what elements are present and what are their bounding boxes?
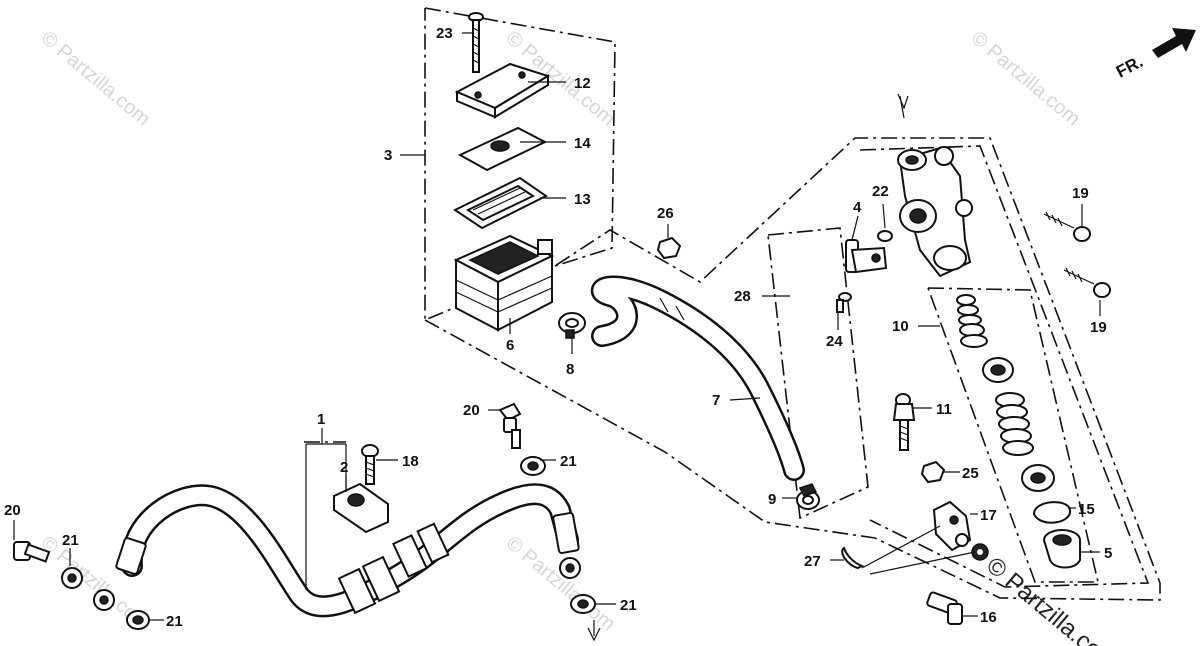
bolt-20-upper	[498, 402, 522, 449]
callout-22: 22	[872, 183, 889, 200]
bolt-19-upper	[1043, 211, 1091, 242]
screw-23	[468, 12, 484, 73]
clamp-8	[558, 312, 586, 339]
washer-21-d	[570, 594, 596, 614]
watermark: © Partzilla.com	[967, 27, 1084, 130]
callout-7: 7	[712, 392, 720, 409]
callout-21-upper: 21	[560, 453, 577, 470]
callout-24: 24	[826, 333, 843, 350]
piston-kit-10	[956, 294, 1055, 492]
hose-joint-4	[845, 239, 888, 274]
callout-23: 23	[436, 25, 453, 42]
brake-hose-group	[13, 402, 596, 630]
outline-master-cylinder	[424, 137, 1161, 601]
watermark: © Partzilla.com	[37, 27, 154, 130]
joint-pin-16	[926, 591, 963, 625]
leader-lines	[13, 32, 1101, 636]
outline-kit-28	[767, 227, 869, 520]
outline-kit-10	[927, 287, 1100, 583]
callout-1: 1	[317, 411, 325, 428]
callout-12: 12	[574, 75, 591, 92]
bolt-20-lower	[13, 541, 51, 563]
hose-clamp-2	[333, 482, 389, 534]
callout-28: 28	[734, 288, 751, 305]
callout-10: 10	[892, 318, 909, 335]
master-cylinder-body	[897, 146, 973, 278]
callout-19-lower: 19	[1090, 319, 1107, 336]
hose-collar-segments	[337, 522, 450, 615]
front-direction-indicator: FR.	[1113, 28, 1196, 82]
nut-26	[656, 236, 682, 260]
boot-5	[1043, 529, 1081, 569]
callout-4: 4	[853, 199, 862, 216]
washer-21-b	[61, 567, 83, 589]
callout-17: 17	[980, 507, 997, 524]
callout-3: 3	[384, 147, 392, 164]
hose-fitting-right	[552, 512, 581, 579]
reservoir-group	[453, 12, 555, 332]
spring-upper	[956, 294, 988, 348]
callout-25: 25	[962, 465, 979, 482]
callout-21-bottom: 21	[166, 613, 183, 630]
callout-13: 13	[574, 191, 591, 208]
callout-16: 16	[980, 609, 997, 626]
callouts: 23 12 3 14 13 26 6 8 22 4 19 19 28 24 10…	[4, 25, 1112, 630]
screw-24	[836, 292, 852, 313]
washer-21-a	[520, 456, 546, 476]
outline-reservoir	[424, 7, 616, 322]
callout-26: 26	[657, 205, 674, 222]
callout-9: 9	[768, 491, 776, 508]
callout-27: 27	[804, 553, 821, 570]
push-rod-clevis-17	[932, 500, 972, 552]
callout-14: 14	[574, 135, 591, 152]
piston	[995, 392, 1034, 456]
callout-21-right: 21	[620, 597, 637, 614]
front-arrow-icon	[1152, 28, 1196, 58]
callout-8: 8	[566, 361, 574, 378]
nut-25	[920, 460, 946, 484]
washer-21-c	[126, 610, 150, 630]
callout-19-upper: 19	[1072, 185, 1089, 202]
callout-15: 15	[1078, 501, 1095, 518]
reservoir-body-6	[453, 234, 555, 332]
callout-20-lower: 20	[4, 502, 21, 519]
clamp-9	[796, 483, 820, 510]
callout-18: 18	[402, 453, 419, 470]
callout-21-left: 21	[62, 532, 79, 549]
callout-6: 6	[506, 337, 514, 354]
cotter-pin-27	[841, 546, 865, 570]
circlip-15	[1032, 501, 1071, 524]
master-cylinder-group	[836, 146, 1111, 625]
o-ring-22	[877, 230, 893, 242]
watermarks: © Partzilla.com © Partzilla.com © Partzi…	[37, 27, 1123, 646]
hose-fitting-left	[93, 537, 147, 611]
direction-ticks	[587, 93, 909, 642]
callout-11: 11	[936, 401, 952, 418]
callout-2: 2	[340, 459, 348, 476]
callout-20-upper: 20	[463, 402, 480, 419]
bolt-18	[361, 444, 379, 485]
bolt-19-lower	[1063, 267, 1111, 298]
hose-group	[558, 236, 820, 510]
bleeder-screw-11	[892, 393, 916, 451]
front-label: FR.	[1113, 52, 1146, 82]
callout-5: 5	[1104, 545, 1112, 562]
